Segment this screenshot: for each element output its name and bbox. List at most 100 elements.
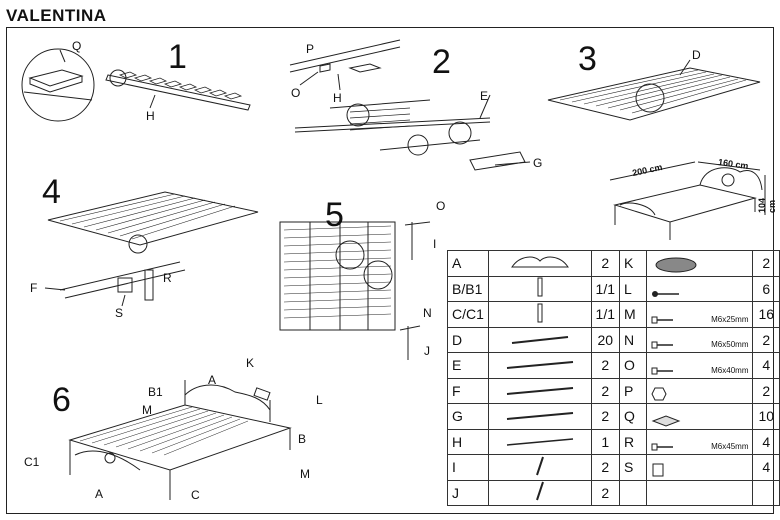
part-qty: 4 [752, 352, 780, 379]
bolt-icon: M6x25mm [646, 301, 754, 328]
part-qty: 20 [590, 326, 621, 353]
part-code: D [447, 326, 489, 353]
post-icon [487, 275, 592, 302]
part-size: M6x25mm [711, 314, 749, 324]
leg-icon [487, 479, 592, 506]
slat-bar-icon [105, 74, 251, 111]
part-code: O [618, 352, 648, 379]
part-code: M [618, 301, 648, 328]
label-o2: O [436, 199, 446, 213]
slat-icon [487, 326, 592, 353]
part-code: N [618, 326, 648, 353]
empty-cell [646, 479, 754, 506]
bracket-icon [646, 454, 754, 481]
step-number-2: 2 [432, 43, 451, 81]
part-qty: 2 [752, 326, 780, 353]
label-a2: A [95, 487, 104, 501]
part-qty [752, 479, 780, 506]
part-code: J [447, 479, 489, 506]
leg-icon [487, 454, 592, 481]
part-code: P [618, 377, 648, 404]
screw-icon [646, 275, 754, 302]
step-number-6: 6 [52, 381, 71, 419]
label-o: O [291, 86, 301, 100]
step-number-1: 1 [168, 38, 187, 76]
part-qty: 1/1 [590, 275, 621, 302]
part-qty: 2 [590, 403, 621, 430]
part-code: E [447, 352, 489, 379]
rail-icon [487, 352, 592, 379]
part-code: S [618, 454, 648, 481]
part-code: R [618, 428, 648, 455]
label-c: C [191, 488, 200, 502]
post-icon [487, 301, 592, 328]
label-n: N [423, 306, 432, 320]
part-qty: 2 [590, 377, 621, 404]
part-qty: 4 [752, 428, 780, 455]
label-q: Q [72, 39, 82, 53]
label-j: J [424, 344, 430, 358]
part-qty: 6 [752, 275, 780, 302]
part-qty: 2 [752, 250, 780, 277]
headboard-icon [487, 250, 592, 277]
part-qty: 2 [590, 479, 621, 506]
headboard-icon [699, 167, 763, 191]
label-b1: B1 [148, 385, 163, 399]
rail-icon [487, 403, 592, 430]
part-qty: 4 [752, 454, 780, 481]
part-code: B/B1 [447, 275, 489, 302]
ornament-icon [646, 250, 754, 277]
part-code: H [447, 428, 489, 455]
rail-icon [487, 377, 592, 404]
label-g: G [533, 156, 543, 170]
part-code: Q [618, 403, 648, 430]
part-code: I [447, 454, 489, 481]
part-code: F [447, 377, 489, 404]
label-c1: C1 [24, 455, 40, 469]
part-code [618, 479, 648, 506]
part-code: K [618, 250, 648, 277]
part-size: M6x40mm [711, 365, 749, 375]
dimension-height: 104 cm [757, 197, 777, 213]
zoom-circle-icon [21, 48, 95, 122]
part-qty: 16 [752, 301, 780, 328]
product-title: VALENTINA [6, 6, 107, 25]
label-r: R [163, 271, 172, 285]
nut-icon [646, 377, 754, 404]
label-h: H [146, 109, 155, 123]
bar-icon [487, 428, 592, 455]
part-code: L [618, 275, 648, 302]
part-qty: 2 [590, 250, 621, 277]
bolt-icon: M6x50mm [646, 326, 754, 353]
label-l: L [316, 393, 323, 407]
label-m: M [142, 403, 152, 417]
part-size: M6x50mm [711, 340, 749, 349]
label-f: F [30, 281, 38, 295]
bolt-icon: M6x45mm [646, 428, 754, 455]
part-code: G [447, 403, 489, 430]
label-k: K [246, 356, 255, 370]
part-code: A [447, 250, 489, 277]
bolt-icon: M6x40mm [646, 352, 754, 379]
label-d: D [692, 48, 701, 62]
part-code: C/C1 [447, 301, 489, 328]
step-number-4: 4 [42, 173, 61, 211]
part-qty: 2 [590, 454, 621, 481]
label-a: A [208, 373, 217, 387]
label-e: E [480, 89, 489, 103]
step-number-3: 3 [578, 40, 597, 78]
pad-icon [646, 403, 754, 430]
label-p: P [306, 42, 315, 56]
